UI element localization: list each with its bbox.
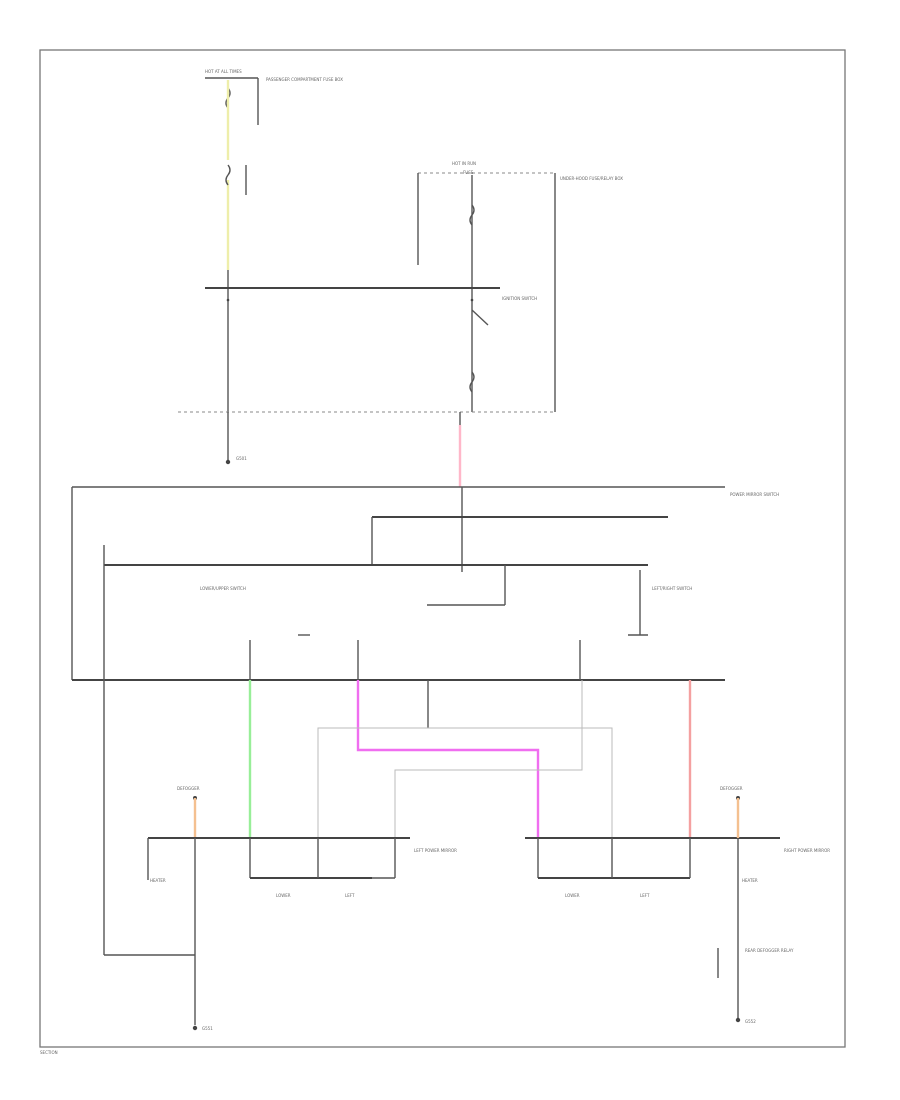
label-ground-bottom-left: G551	[202, 1026, 213, 1031]
diagram-frame	[39, 49, 846, 1048]
label-left-right: LEFT	[640, 893, 650, 898]
label-heater-right: HEATER	[742, 878, 758, 883]
junction-dot-a	[226, 298, 230, 302]
wire-thin-loop-b[interactable]	[394, 680, 583, 838]
relay-contact-right	[469, 371, 475, 393]
label-left-left: LEFT	[345, 893, 355, 898]
label-lower-right: LOWER	[565, 893, 580, 898]
label-passenger-fuse-box: PASSENGER COMPARTMENT FUSE BOX	[266, 77, 343, 82]
label-lower-upper-switch: LOWER/UPPER SWITCH	[200, 586, 246, 591]
ignition-switch-blade[interactable]	[471, 309, 489, 326]
label-defogger-left: DEFOGGER	[177, 786, 200, 791]
footer-label: SECTION	[40, 1050, 58, 1055]
wire-magenta[interactable]	[356, 680, 540, 838]
label-left-right-switch: LEFT/RIGHT SWITCH	[652, 586, 692, 591]
label-right-mirror: RIGHT POWER MIRROR	[784, 848, 830, 853]
label-heater-left: HEATER	[150, 878, 166, 883]
label-underhood-fuse-relay-box: UNDER-HOOD FUSE/RELAY BOX	[560, 176, 623, 181]
relay-coil-left	[225, 164, 231, 186]
ground-bottom-left-dot	[192, 1025, 198, 1031]
label-lower-left: LOWER	[276, 893, 291, 898]
label-ground-left: G501	[236, 456, 247, 461]
label-hot-at-all-times: HOT AT ALL TIMES	[205, 69, 242, 74]
fuse-symbol-right	[469, 204, 475, 226]
ground-bottom-right-dot	[735, 1017, 741, 1023]
label-left-mirror: LEFT POWER MIRROR	[414, 848, 457, 853]
label-hot-in-run: HOT IN RUN	[452, 161, 476, 166]
label-defogger-right: DEFOGGER	[720, 786, 743, 791]
label-ground-bottom-right: G552	[745, 1019, 756, 1024]
junction-dot-b	[470, 298, 474, 302]
ground-left-dot	[225, 459, 231, 465]
label-power-mirror-switch: POWER MIRROR SWITCH	[730, 492, 779, 497]
label-ignition-switch: IGNITION SWITCH	[502, 296, 537, 301]
label-defogger-relay: REAR DEFOGGER RELAY	[745, 948, 794, 953]
wire-thin-loop-a[interactable]	[317, 727, 613, 838]
